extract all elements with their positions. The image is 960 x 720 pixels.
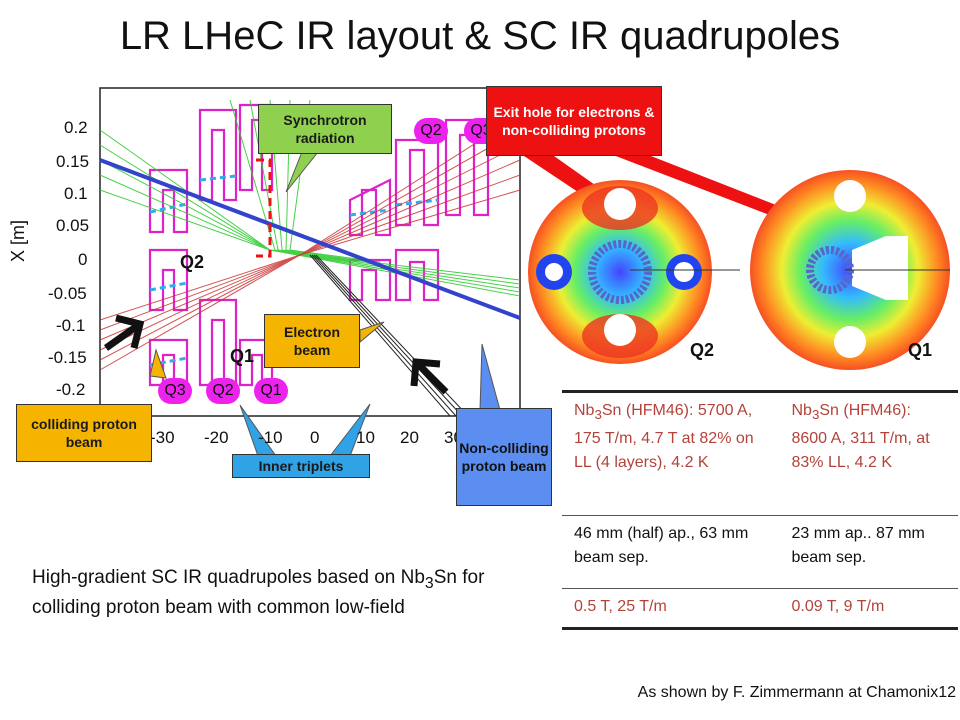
red-beam-fan [99, 114, 521, 371]
x-tick: 0 [310, 428, 320, 447]
arrow-icon-right [410, 358, 449, 395]
q2-magnet-cross-section [528, 180, 740, 364]
x-tick: 10 [356, 428, 375, 447]
y-tick: -0.15 [48, 348, 87, 367]
q1-region-label: Q1 [230, 346, 255, 366]
q1-magnet-cross-section [750, 170, 950, 370]
callout-pointers [149, 151, 501, 457]
exit-hole-callout: Exit hole for electrons & non-colliding … [486, 86, 662, 156]
y-tick: 0.15 [56, 152, 90, 171]
inner-triplets-callout: Inner triplets [232, 454, 370, 478]
q2-aperture-cell: 46 mm (half) ap., 63 mm beam sep. [574, 525, 749, 566]
y-tick: -0.2 [56, 380, 86, 399]
q2-magnet-label: Q2 [690, 340, 715, 360]
q2-conductor-cell: Nb3Sn (HFM46): 5700 A, 175 T/m, 4.7 T at… [574, 402, 754, 472]
y-tick: -0.05 [48, 284, 87, 303]
x-tick: -10 [258, 428, 283, 447]
table-row: 0.5 T, 25 T/m 0.09 T, 9 T/m [562, 589, 958, 629]
y-tick: 0.1 [64, 184, 88, 203]
x-tick: -30 [150, 428, 175, 447]
quad-tag: Q2 [414, 118, 448, 144]
q1-magnet-label: Q1 [908, 340, 933, 360]
q2-field-cell: 0.5 T, 25 T/m [574, 598, 667, 615]
cyan-markers [149, 174, 439, 367]
quad-tag: Q1 [254, 378, 288, 404]
y-tick: 0.2 [64, 118, 88, 137]
quad-tag: Q2 [206, 378, 240, 404]
synchrotron-bracket [256, 158, 272, 258]
electron-beam-line [99, 158, 521, 320]
x-tick: -20 [204, 428, 229, 447]
credit-text: As shown by F. Zimmermann at Chamonix12 [637, 684, 956, 701]
q1-aperture-cell: 23 mm ap.. 87 mm beam sep. [791, 525, 925, 566]
table-row: Nb3Sn (HFM46): 5700 A, 175 T/m, 4.7 T at… [562, 391, 958, 516]
non-colliding-proton-beam-callout: Non-colliding proton beam [456, 408, 552, 506]
y-axis-label: X [m] [8, 219, 28, 262]
table-row: 46 mm (half) ap., 63 mm beam sep. 23 mm … [562, 516, 958, 589]
colliding-proton-beam-callout: colliding proton beam [16, 404, 152, 462]
q1-conductor-cell: Nb3Sn (HFM46): 8600 A, 311 T/m, at 83% L… [791, 402, 930, 472]
q1-field-cell: 0.09 T, 9 T/m [791, 598, 885, 615]
electron-beam-callout: Electron beam [264, 314, 360, 368]
synchrotron-radiation-callout: Synchrotron radiation [258, 104, 392, 154]
arrow-icon [103, 314, 145, 351]
summary-text: High-gradient SC IR quadrupoles based on… [32, 567, 485, 618]
magnet-specs-table: Nb3Sn (HFM46): 5700 A, 175 T/m, 4.7 T at… [562, 390, 958, 630]
y-tick: 0.05 [56, 216, 90, 235]
q2-region-label: Q2 [180, 252, 205, 272]
y-tick: -0.1 [56, 316, 86, 335]
quad-tag: Q3 [158, 378, 192, 404]
y-tick: 0 [78, 250, 88, 269]
page-title: LR LHeC IR layout & SC IR quadrupoles [119, 14, 841, 58]
x-tick: 20 [400, 428, 419, 447]
